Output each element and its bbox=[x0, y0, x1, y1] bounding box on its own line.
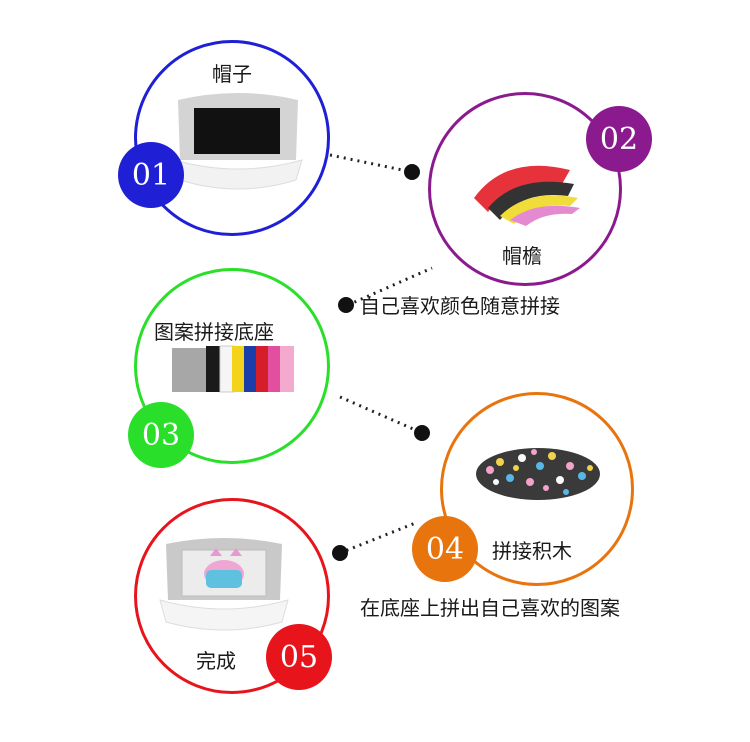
step-5-label: 完成 bbox=[196, 645, 236, 674]
step-4-label: 拼接积木 bbox=[492, 535, 572, 564]
connector-dot-1 bbox=[404, 164, 420, 180]
step-5-badge: 05 bbox=[266, 624, 332, 690]
blocks-image bbox=[470, 436, 606, 506]
step-2-caption: 自己喜欢颜色随意拼接 bbox=[360, 290, 560, 319]
step-3-badge: 03 bbox=[128, 402, 194, 468]
base-plates-image bbox=[170, 340, 296, 398]
step-1-badge: 01 bbox=[118, 142, 184, 208]
cap-image bbox=[168, 88, 308, 198]
connector-dot-2 bbox=[338, 297, 354, 313]
finished-cap-image bbox=[154, 534, 294, 634]
step-4-caption: 在底座上拼出自己喜欢的图案 bbox=[360, 592, 620, 621]
connector-dot-4 bbox=[332, 545, 348, 561]
step-4-badge: 04 bbox=[412, 516, 478, 582]
step-1-label: 帽子 bbox=[212, 58, 252, 87]
brim-image bbox=[466, 148, 586, 228]
step-2-label: 帽檐 bbox=[502, 240, 542, 269]
step-2-badge: 02 bbox=[586, 106, 652, 172]
connector-dot-3 bbox=[414, 425, 430, 441]
